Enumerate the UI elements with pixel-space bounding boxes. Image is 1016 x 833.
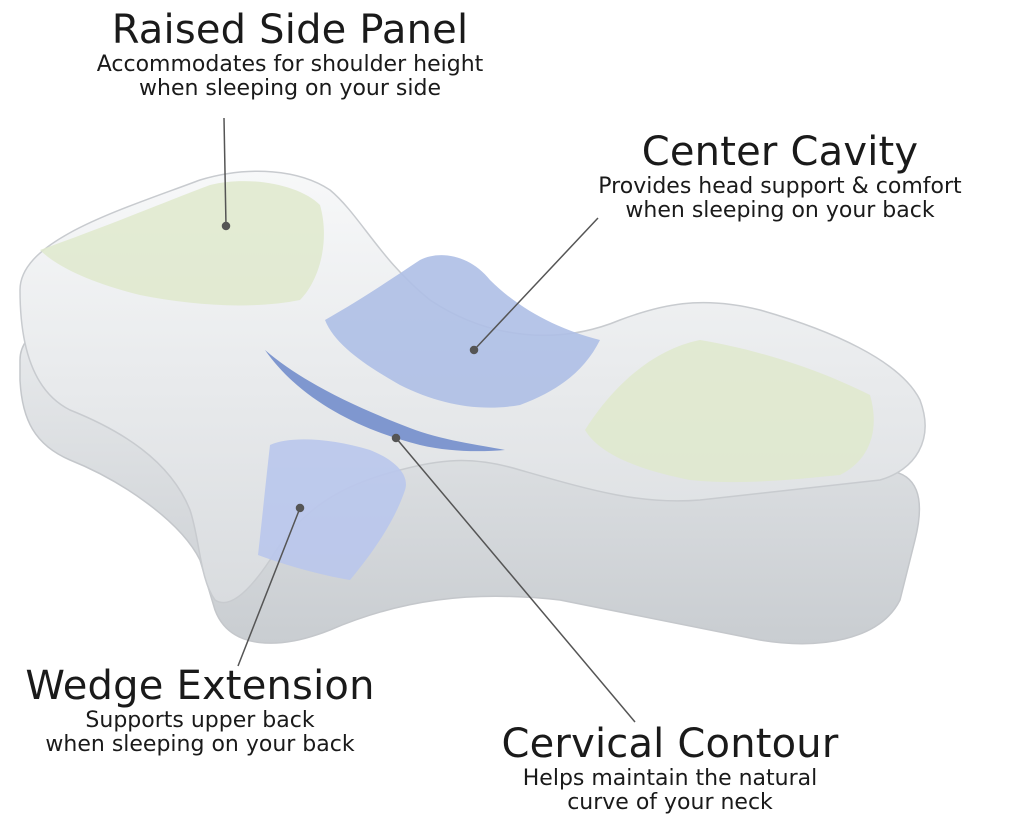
cervical-contour-title: Cervical Contour [470, 722, 870, 767]
dot-raised-side-panel [223, 223, 230, 230]
center-cavity-line-1: Provides head support & comfort [560, 175, 1000, 200]
cervical-contour-line-1: Helps maintain the natural [470, 767, 870, 792]
center-cavity-title: Center Cavity [560, 130, 1000, 175]
dot-center-cavity [471, 347, 478, 354]
wedge-extension-line-2: when sleeping on your back [0, 733, 400, 758]
dot-wedge-extension [297, 505, 304, 512]
dot-cervical-contour [393, 435, 400, 442]
label-center-cavity: Center Cavity Provides head support & co… [560, 130, 1000, 224]
label-cervical-contour: Cervical Contour Helps maintain the natu… [470, 722, 870, 816]
raised-side-panel-line-2: when sleeping on your side [70, 77, 510, 102]
center-cavity-line-2: when sleeping on your back [560, 199, 1000, 224]
wedge-extension-line-1: Supports upper back [0, 709, 400, 734]
wedge-extension-title: Wedge Extension [0, 664, 400, 709]
cervical-contour-line-2: curve of your neck [470, 791, 870, 816]
label-raised-side-panel: Raised Side Panel Accommodates for shoul… [70, 8, 510, 102]
label-wedge-extension: Wedge Extension Supports upper back when… [0, 664, 400, 758]
raised-side-panel-title: Raised Side Panel [70, 8, 510, 53]
raised-side-panel-line-1: Accommodates for shoulder height [70, 53, 510, 78]
